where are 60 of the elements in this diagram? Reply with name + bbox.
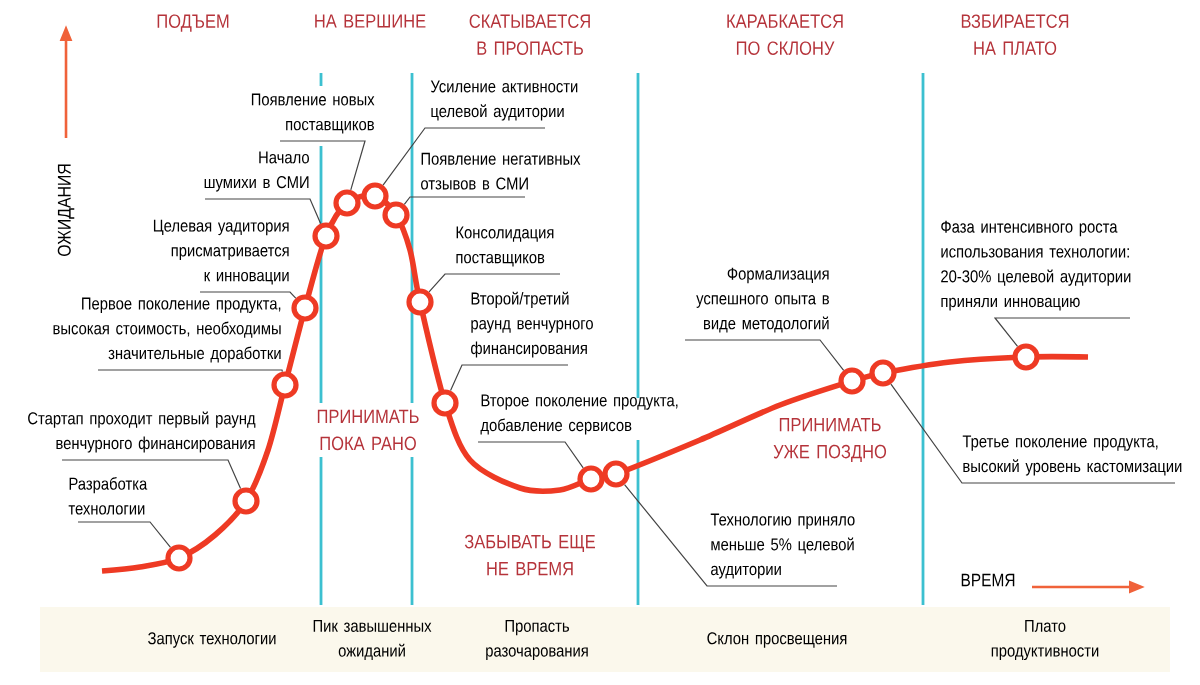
leader-line	[993, 317, 1131, 347]
annotation-text: Консолидация поставщиков	[456, 226, 554, 267]
phase-label: Пропасть разочарования	[486, 619, 588, 661]
phase-heading: КАРАБКАЕТСЯ ПО СКЛОНУ	[727, 14, 843, 55]
leader-line	[449, 364, 569, 392]
marker-circle	[1012, 343, 1040, 371]
leader-line	[204, 198, 322, 225]
marker-circle	[232, 487, 260, 515]
advice-label: ЗАБЫВАТЬ ЕЩЕ НЕ ВРЕМЯ	[464, 534, 595, 576]
annotation-text: Стартап проходит первый раунд венчурного финансирования	[28, 411, 256, 453]
marker-circle	[361, 182, 389, 210]
marker-circle	[602, 460, 630, 488]
annotation-text: Первое поколение продукта, высокая стоимость, необходимы значительные доработки	[53, 297, 281, 363]
leader-line	[477, 441, 584, 469]
leader-line	[684, 339, 845, 371]
phase-label: Пик завышенных ожиданий	[313, 619, 432, 660]
advice-label: ПРИНИМАТЬ ПОКА РАНО	[317, 409, 419, 451]
leader-line	[890, 383, 1176, 484]
phase-label: Склон просвещения	[707, 632, 847, 648]
phase-heading: ВЗБИРАЕТСЯ НА ПЛАТО	[961, 14, 1069, 55]
annotation-text: Появление новых поставщиков	[251, 93, 375, 134]
annotation-text: Разработка технологии	[68, 477, 148, 515]
leader-line	[382, 127, 546, 186]
marker-circle	[333, 189, 361, 217]
annotation-text: Начало шумихи в СМИ	[204, 151, 309, 192]
marker-circle	[382, 201, 410, 229]
marker-circle	[406, 288, 434, 316]
annotation-text: Фаза интенсивного роста использования технологии: 20-30% целевой аудитории приняли инновацию	[941, 220, 1131, 311]
phase-label: Плато продуктивности	[991, 619, 1099, 661]
marker-circle	[838, 367, 866, 395]
phase-heading: НА ВЕРШИНЕ	[315, 14, 426, 28]
phase-label: Запуск технологии	[148, 632, 276, 648]
annotation-text: Третье поколение продукта, высокий уровень кастомизации	[962, 435, 1182, 476]
leader-line	[428, 273, 561, 293]
leader-line	[279, 140, 366, 191]
annotation-text: Технологию приняло меньше 5% целевой аудитории	[710, 513, 855, 579]
leader-line	[199, 291, 297, 299]
marker-circle	[869, 359, 897, 387]
annotation-text: Появление негативных отзывов в СМИ	[421, 152, 581, 190]
annotation-text: Второе поколение продукта, добавление сервисов	[480, 394, 678, 435]
marker-circle	[271, 371, 299, 399]
axis-label: ОЖИДАНИЯ	[57, 164, 75, 256]
leader-line	[61, 459, 242, 490]
leader-line	[77, 521, 172, 548]
annotation-text: Целевая уадитория присматривается к инновации	[153, 219, 289, 285]
marker-circle	[577, 465, 605, 493]
marker-circle	[431, 389, 459, 417]
leader-line	[403, 196, 526, 205]
annotation-text: Второй/третий раунд венчурного финансирования	[471, 291, 593, 358]
advice-label: ПРИНИМАТЬ УЖЕ ПОЗДНО	[773, 418, 887, 462]
marker-circle	[291, 294, 319, 322]
marker-circle	[312, 222, 340, 250]
annotation-text: Формализация успешного опыта в виде методологий	[696, 267, 829, 333]
marker-circle	[165, 544, 193, 572]
leader-line	[97, 369, 283, 373]
leader-line	[624, 483, 838, 587]
axis-label: ВРЕМЯ	[961, 573, 1015, 587]
annotation-text: Усиление активности целевой аудитории	[430, 80, 578, 121]
phase-heading: СКАТЫВАЕТСЯ В ПРОПАСТЬ	[469, 14, 590, 55]
phase-heading: ПОДЪЕМ	[157, 14, 229, 32]
